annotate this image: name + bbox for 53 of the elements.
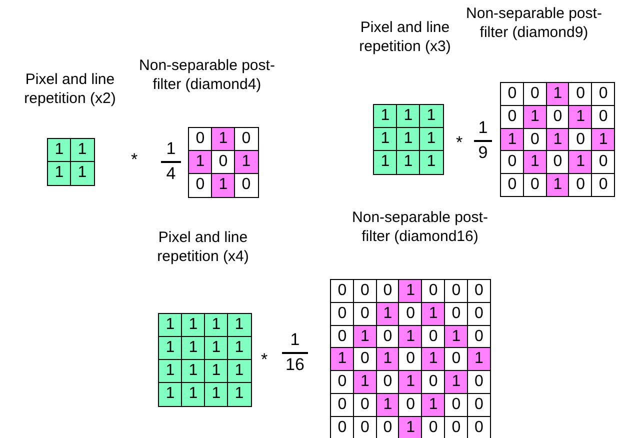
matrix-heading: Non-separable post-filter (diamond4)	[138, 56, 276, 94]
matrix-cell: 1	[444, 370, 468, 394]
matrix-cell: 0	[421, 370, 446, 394]
matrix-cell: 1	[70, 138, 94, 162]
matrix-heading: Non-separable post-filter (diamond16)	[351, 208, 489, 246]
matrix-cell: 0	[330, 370, 354, 394]
matrix-cell: 0	[188, 173, 212, 198]
fraction-numerator: 1	[165, 139, 177, 159]
matrix-cell: 0	[591, 173, 616, 198]
matrix-heading: Pixel and line repetition (x4)	[156, 228, 250, 266]
matrix-cell: 1	[546, 173, 570, 198]
matrix-cell: 0	[234, 127, 258, 152]
matrix-cell: 1	[419, 150, 444, 174]
matrix-cell: 1	[211, 173, 236, 198]
matrix-cell: 1	[396, 150, 420, 174]
matrix-cell: 0	[591, 104, 616, 130]
multiply-sign: *	[456, 133, 463, 153]
matrix-cell: 1	[419, 104, 444, 128]
matrix-cell: 0	[466, 370, 492, 394]
multiply-sign: *	[131, 150, 138, 170]
matrix-cell: 1	[591, 128, 616, 152]
matrix-cell: 0	[330, 279, 354, 304]
matrix-cell: 0	[500, 173, 524, 198]
matrix-heading: Non-separable post-filter (diamond9)	[465, 4, 603, 42]
matrix-cell: 0	[466, 279, 492, 304]
matrix-cell: 0	[522, 173, 548, 198]
matrix-cell: 1	[204, 382, 228, 406]
matrix-cell: 0	[234, 173, 258, 198]
matrix-cell: 1	[70, 161, 94, 186]
matrix-cell: 1	[181, 382, 206, 406]
matrix-cell: 1	[419, 127, 444, 152]
matrix-cell: 1	[227, 313, 252, 338]
fraction-numerator: 1	[477, 118, 489, 138]
matrix-cell: 1	[227, 359, 252, 384]
matrix-cell: 1	[234, 150, 258, 174]
matrix-heading: Pixel and line repetition (x3)	[358, 18, 452, 56]
fraction-denominator: 9	[477, 143, 489, 163]
matrix-cell: 1	[421, 393, 446, 418]
matrix-cell: 1	[373, 150, 398, 174]
matrix-cell: 1	[158, 382, 182, 406]
matrix-cell: 0	[591, 150, 616, 175]
matrix-cell: 1	[227, 336, 252, 360]
matrix-cell: 0	[500, 82, 524, 106]
matrix-cell: 0	[568, 173, 593, 198]
matrix-cell: 0	[591, 82, 616, 106]
matrix-cell: 1	[47, 161, 72, 186]
matrix-cell: 0	[421, 279, 446, 304]
fraction-denominator: 16	[284, 355, 306, 375]
matrix-heading: Pixel and line repetition (x2)	[23, 70, 117, 108]
fraction-denominator: 4	[165, 164, 177, 184]
matrix-cell: 1	[227, 382, 252, 406]
multiply-sign: *	[261, 350, 268, 370]
fraction-numerator: 1	[289, 330, 301, 350]
